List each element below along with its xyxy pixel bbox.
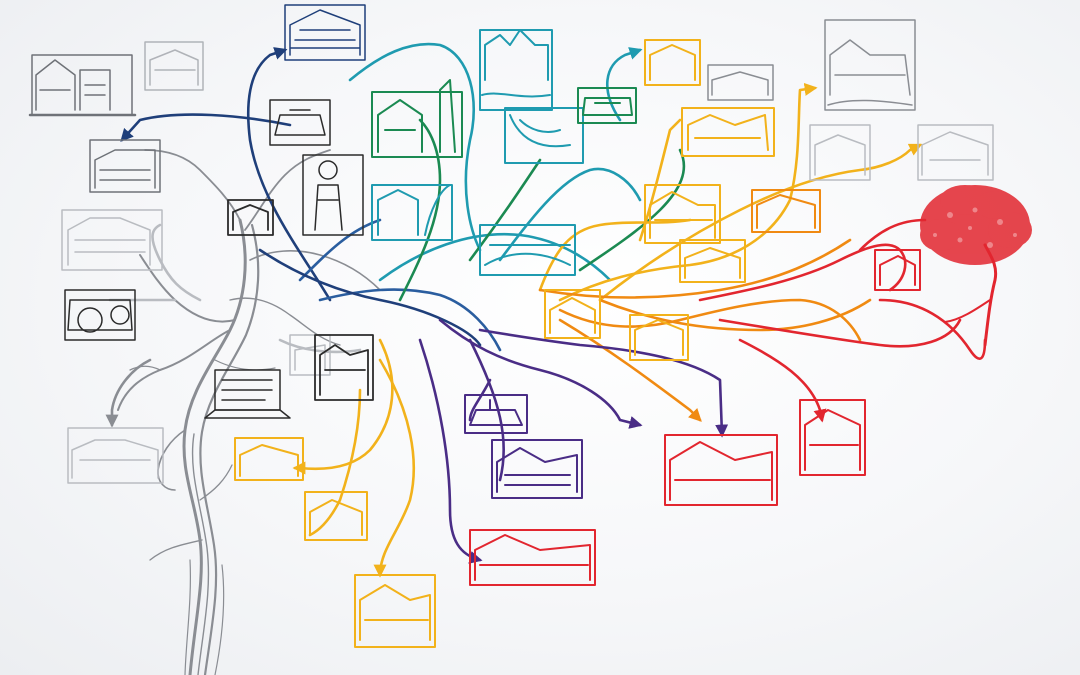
vignette-v27 <box>544 289 601 339</box>
vignette-v30 <box>314 334 374 401</box>
vignette-v12 <box>371 79 463 158</box>
vignette-v29 <box>874 249 921 291</box>
vignette-v19 <box>681 107 775 157</box>
vignette-v34 <box>234 437 304 481</box>
vignette-v07 <box>204 369 291 419</box>
vignette-v18 <box>644 39 701 86</box>
vignette-v11 <box>302 154 364 236</box>
vignette-v08 <box>289 334 331 376</box>
connector-lines <box>105 42 987 578</box>
vignette-v38 <box>664 434 778 506</box>
vignette-v26 <box>679 239 746 283</box>
vignette-v14 <box>479 29 553 111</box>
vignette-v10 <box>269 99 331 146</box>
vignette-v35 <box>304 491 368 541</box>
vignette-v02 <box>144 41 204 91</box>
vignette-v16 <box>479 224 576 276</box>
vignette-v39 <box>799 399 866 476</box>
red-tree <box>920 185 1032 347</box>
vignette-v22 <box>809 124 871 181</box>
vignette-v13 <box>371 184 453 241</box>
vignette-v06 <box>67 427 164 484</box>
vignette-v33 <box>491 439 583 499</box>
vignette-v17 <box>577 87 637 124</box>
vignette-v36 <box>354 574 436 648</box>
vignette-v05 <box>64 289 136 341</box>
vignette-v20 <box>707 64 774 101</box>
vignette-v32 <box>464 394 528 434</box>
vignette-v28 <box>629 314 689 361</box>
vignette-v21 <box>824 19 916 111</box>
vignette-v31 <box>227 199 274 236</box>
vignette-v15 <box>504 107 584 164</box>
vignette-v09 <box>284 4 366 61</box>
vignette-v37 <box>469 529 596 586</box>
vignette-v23 <box>917 124 994 181</box>
left-sketched-tree <box>117 149 381 675</box>
vignette-v01 <box>28 54 137 117</box>
vignette-v25 <box>751 189 821 233</box>
vignette-v03 <box>89 139 161 193</box>
vignette-v04 <box>61 209 163 271</box>
vignette-v24 <box>644 184 721 244</box>
